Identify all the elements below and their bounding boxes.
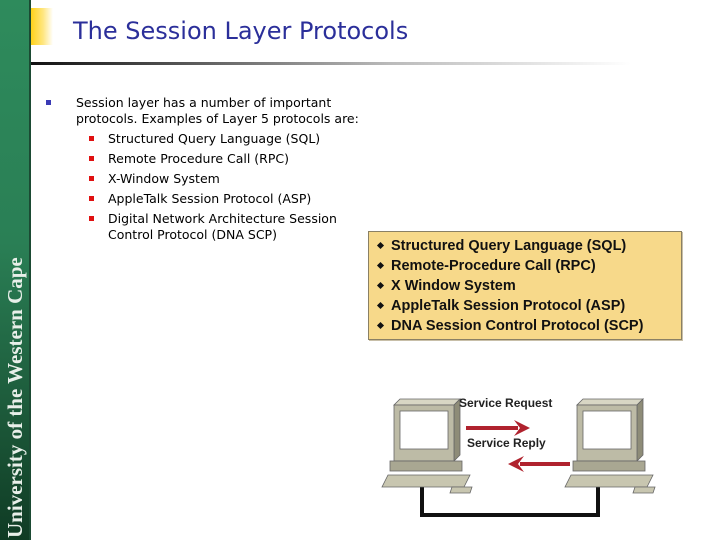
callout-item: AppleTalk Session Protocol (ASP) [375, 296, 681, 316]
diamond-bullet-icon [376, 261, 385, 270]
square-bullet-icon [89, 136, 94, 141]
callout-item: DNA Session Control Protocol (SCP) [375, 316, 681, 336]
square-bullet-icon [89, 196, 94, 201]
callout-item: Structured Query Language (SQL) [375, 236, 681, 256]
diagram-graphic [381, 398, 656, 517]
sidebar-band: University of the Western Cape [0, 0, 31, 540]
callout-item: X Window System [375, 276, 681, 296]
sub-bullet: Structured Query Language (SQL) [40, 131, 360, 147]
computer-left-icon [381, 398, 473, 494]
network-cable-icon [420, 485, 600, 517]
square-bullet-icon [46, 100, 51, 105]
client-server-diagram: Service Request Service Reply [370, 395, 660, 520]
square-bullet-icon [89, 216, 94, 221]
bullet-list: Session layer has a number of important … [40, 95, 360, 247]
diamond-bullet-icon [376, 321, 385, 330]
protocol-callout-box: Structured Query Language (SQL) Remote-P… [368, 231, 682, 340]
service-request-label: Service Request [459, 396, 553, 410]
bullet-intro: Session layer has a number of important … [40, 95, 360, 127]
diamond-bullet-icon [376, 281, 385, 290]
sub-bullet: Remote Procedure Call (RPC) [40, 151, 360, 167]
square-bullet-icon [89, 176, 94, 181]
sub-bullet: X-Window System [40, 171, 360, 187]
page-title: The Session Layer Protocols [73, 17, 409, 45]
diamond-bullet-icon [376, 301, 385, 310]
service-reply-label: Service Reply [467, 436, 546, 450]
title-divider [31, 62, 631, 65]
sidebar-label: University of the Western Cape [3, 257, 27, 538]
sub-bullet: AppleTalk Session Protocol (ASP) [40, 191, 360, 207]
diamond-bullet-icon [376, 241, 385, 250]
sub-bullet: Digital Network Architecture Session Con… [40, 211, 360, 243]
request-arrow-icon [466, 420, 530, 436]
callout-item: Remote-Procedure Call (RPC) [375, 256, 681, 276]
square-bullet-icon [89, 156, 94, 161]
computer-right-icon [564, 398, 656, 494]
accent-block [31, 8, 53, 45]
reply-arrow-icon [508, 456, 570, 472]
